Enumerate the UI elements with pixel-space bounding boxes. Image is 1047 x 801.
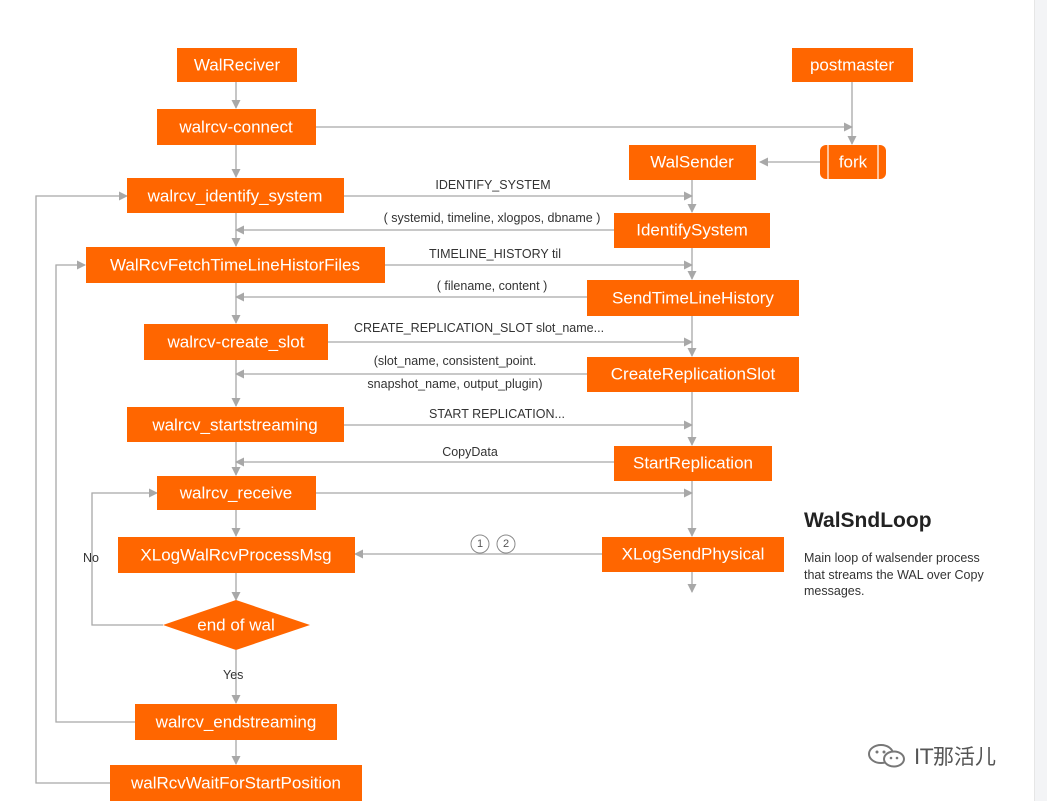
legend-description: Main loop of walsender process that stre… (804, 551, 984, 598)
edge-endstreaming-loop (55, 260, 135, 723)
node-walrcv-connect: walrcv-connect (178, 118, 293, 137)
node-walreciver-box (177, 48, 297, 82)
wechat-icon (868, 744, 905, 768)
edge-wait-loop (35, 191, 128, 784)
circle-marker-1-text: 1 (477, 538, 483, 550)
node-startstreaming-box (127, 407, 344, 442)
label-timeline-reply: ( filename, content ) (437, 279, 547, 293)
node-createreplicationslot: CreateReplicationSlot (611, 365, 776, 384)
node-startstreaming: walrcv_startstreaming (151, 416, 317, 435)
node-end-of-wal-diamond (163, 600, 310, 650)
label-createslot-reply-1: (slot_name, consistent_point. (374, 354, 537, 368)
edges (35, 82, 857, 784)
node-endstreaming: walrcv_endstreaming (155, 713, 317, 732)
circle-marker-1 (470, 534, 490, 554)
node-fork-box (820, 145, 886, 179)
label-identify-cmd: IDENTIFY_SYSTEM (435, 178, 550, 192)
node-walsender: WalSender (650, 153, 734, 172)
node-walreciver: WalReciver (194, 56, 281, 75)
node-receive-box (157, 476, 316, 510)
node-waitforstart-box (110, 765, 362, 801)
node-sendtimelinehistory: SendTimeLineHistory (612, 289, 774, 308)
label-copydata: CopyData (442, 445, 498, 459)
node-sendphysical-box (602, 537, 784, 572)
node-fork: fork (839, 153, 868, 172)
node-create-slot-box (144, 324, 328, 360)
label-no: No (83, 551, 99, 565)
node-startreplication-box (614, 446, 772, 481)
node-sendtimelinehistory-box (587, 280, 799, 316)
node-create-slot: walrcv-create_slot (167, 333, 305, 352)
node-postmaster-box (792, 48, 913, 82)
node-waitforstart: walRcvWaitForStartPosition (130, 774, 341, 793)
node-identifysystem: IdentifySystem (636, 221, 748, 240)
node-identify-system-call-box (127, 178, 344, 213)
node-end-of-wal: end of wal (197, 616, 275, 635)
node-createreplicationslot-box (587, 357, 799, 392)
node-processmsg: XLogWalRcvProcessMsg (140, 546, 331, 565)
label-identify-reply: ( systemid, timeline, xlogpos, dbname ) (384, 211, 601, 225)
legend-title: WalSndLoop (804, 509, 932, 532)
circle-marker-2-text: 2 (503, 538, 509, 550)
circle-marker-2 (496, 534, 516, 554)
node-fetch-timeline: WalRcvFetchTimeLineHistorFiles (110, 256, 360, 275)
node-receive: walrcv_receive (179, 484, 292, 503)
node-startreplication: StartReplication (633, 454, 753, 473)
node-postmaster: postmaster (810, 56, 894, 75)
edge-labels: IDENTIFY_SYSTEM ( systemid, timeline, xl… (83, 178, 604, 682)
watermark-text: IT那活儿 (914, 745, 997, 769)
node-walrcv-connect-box (157, 109, 316, 145)
node-identifysystem-box (614, 213, 770, 248)
node-walsender-box (629, 145, 756, 180)
label-createslot-reply-2: snapshot_name, output_plugin) (367, 377, 542, 391)
watermark: IT那活儿 (866, 741, 996, 771)
page-right-edge (1034, 0, 1047, 801)
node-fetch-timeline-box (86, 247, 385, 283)
label-createslot-cmd: CREATE_REPLICATION_SLOT slot_name... (354, 321, 604, 335)
label-yes: Yes (223, 668, 243, 682)
label-startrep-cmd: START REPLICATION... (429, 407, 565, 421)
node-processmsg-box (118, 537, 355, 573)
edge-no-loop (91, 488, 163, 626)
nodes: WalReciver postmaster walrcv-connect Wal… (86, 48, 913, 801)
node-endstreaming-box (135, 704, 337, 740)
node-walrcv-identify-system: walrcv_identify_system (147, 187, 323, 206)
node-sendphysical: XLogSendPhysical (622, 545, 765, 564)
label-timeline-cmd: TIMELINE_HISTORY til (429, 247, 561, 261)
